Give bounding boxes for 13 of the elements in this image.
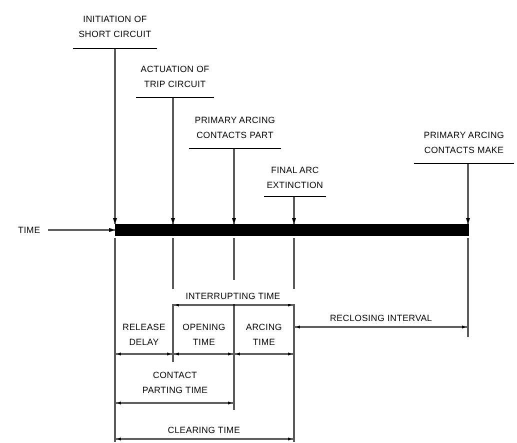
- axis-label: TIME: [18, 223, 48, 237]
- arrow: [466, 164, 470, 224]
- event-label: INITIATION OF SHORT CIRCUIT: [73, 12, 157, 49]
- arrow: [232, 149, 236, 224]
- arrow: [112, 49, 118, 224]
- event-label: PRIMARY ARCING CONTACTS MAKE: [414, 128, 514, 164]
- arrow: [170, 98, 176, 224]
- event-label: PRIMARY ARCING CONTACTS PART: [189, 113, 281, 149]
- time-bar: [115, 224, 469, 236]
- event-label: ACTUATION OF TRIP CIRCUIT: [136, 62, 214, 98]
- arrow: [292, 197, 296, 224]
- arrow: [48, 228, 115, 232]
- event-label: FINAL ARC EXTINCTION: [264, 163, 326, 197]
